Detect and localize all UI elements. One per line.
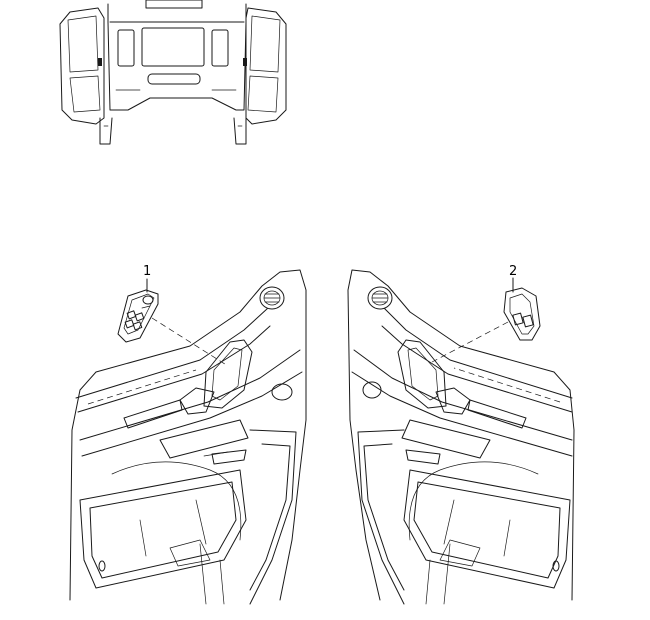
vehicle-overview-illustration xyxy=(59,0,287,145)
left-door-trim-panel xyxy=(69,269,307,605)
part-2-assembly-guide xyxy=(431,321,509,363)
callout-1-label: 1 xyxy=(143,264,151,279)
part-1-assembly-guide xyxy=(151,317,229,367)
part-1-driver-window-switch xyxy=(117,289,159,343)
part-2-passenger-window-switch xyxy=(503,287,541,341)
callout-2-label: 2 xyxy=(509,264,517,279)
right-door-trim-panel xyxy=(347,269,575,605)
